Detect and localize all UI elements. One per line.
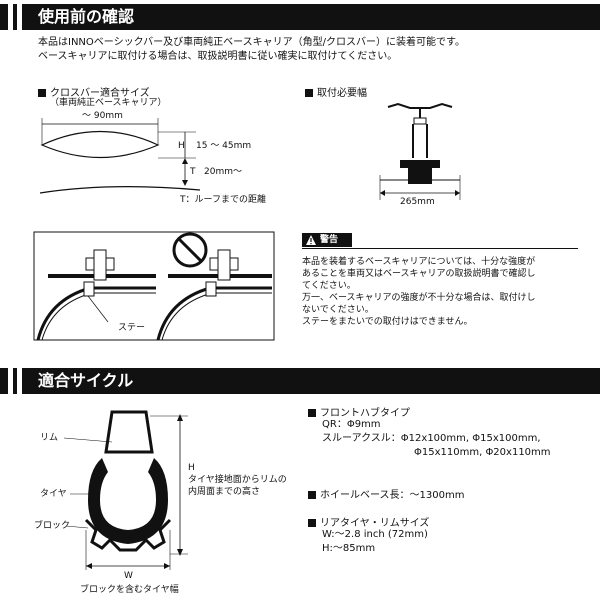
warning-title-badge: 警告 <box>302 233 352 247</box>
crossbar-subheading: （車両純正ベースキャリア） <box>50 98 167 108</box>
header-stripe <box>17 368 22 394</box>
t-value: 20mm～ <box>204 167 242 177</box>
warning-line: てください。 <box>302 281 356 291</box>
section-header-check: 使用前の確認 <box>0 4 600 30</box>
header-stripe <box>17 4 22 30</box>
h-label: H <box>178 141 185 151</box>
rear-w-line: W:～2.8 inch (72mm) <box>322 529 428 540</box>
tire-label: タイヤ <box>40 489 67 499</box>
header-stripe <box>8 368 13 394</box>
h-value: 15 ～ 45mm <box>196 141 252 151</box>
mount-width-heading: 取付必要幅 <box>305 84 367 99</box>
warning-line: ないでください。 <box>302 305 374 315</box>
block-label: ブロック <box>34 521 71 531</box>
mount-width-heading-text: 取付必要幅 <box>317 88 367 99</box>
section-title: 適合サイクル <box>38 371 134 390</box>
section-header-compatible: 適合サイクル <box>0 368 600 394</box>
warning-line: 本品を装着するベースキャリアについては、十分な強度が <box>302 257 536 267</box>
mount-width-value: 265mm <box>400 197 435 207</box>
crossbar-heading-text: クロスバー適合サイズ <box>50 88 150 99</box>
square-bullet-icon <box>38 89 46 97</box>
crossbar-width-label: ～ 90mm <box>82 111 123 121</box>
thru-axle-line2: Φ15x110mm, Φ20x110mm <box>414 447 551 458</box>
section-title: 使用前の確認 <box>38 7 135 26</box>
warning-icon <box>306 235 316 245</box>
intro-line-2: ベースキャリアに取付ける場合は、取扱説明書に従い確実に取付けてください。 <box>38 51 398 62</box>
rear-h-line: H:～85mm <box>322 543 376 554</box>
square-bullet-icon <box>308 409 316 417</box>
square-bullet-icon <box>308 519 316 527</box>
rim-label: リム <box>40 433 59 443</box>
tire-w-label: W <box>124 571 133 581</box>
t-label: T <box>190 167 196 177</box>
qr-line: QR：Φ9mm <box>322 419 381 430</box>
square-bullet-icon <box>305 89 313 97</box>
warning-text: 本品を装着するベースキャリアについては、十分な強度が あることを車両又はベースキ… <box>302 256 536 328</box>
rear-heading-text: リアタイヤ・リムサイズ <box>320 518 430 529</box>
tire-w-desc: ブロックを含むタイヤ幅 <box>80 585 179 595</box>
rear-heading: リアタイヤ・リムサイズ <box>308 514 429 529</box>
stay-label: ステー <box>118 323 146 333</box>
front-hub-heading-text: フロントハブタイプ <box>320 408 410 419</box>
wheelbase-line: ホイールベース長：～1300mm <box>308 486 464 501</box>
warning-line: 万一、ベースキャリアの強度が不十分な場合は、取付けし <box>302 293 536 303</box>
front-hub-heading: フロントハブタイプ <box>308 404 410 419</box>
header-stripe <box>8 4 13 30</box>
thru-axle-line1: スルーアクスル：Φ12x100mm, Φ15x100mm, <box>322 433 541 444</box>
warning-line: ステーをまたいでの取付けはできません。 <box>302 317 473 327</box>
tire-h-label: H <box>188 463 195 473</box>
wheelbase-text: ホイールベース長：～1300mm <box>320 490 465 501</box>
t-note: T：ルーフまでの距離 <box>180 195 266 205</box>
tire-h-desc-line1: タイヤ接地面からリムの <box>188 475 287 485</box>
intro-line-1: 本品はINNOベーシックバー及び車両純正ベースキャリア（角型/クロスバー）に装着… <box>38 37 465 48</box>
warning-rule <box>302 248 578 249</box>
crossbar-heading: クロスバー適合サイズ <box>38 84 150 99</box>
warning-title: 警告 <box>320 235 339 245</box>
warning-line: あることを車両又はベースキャリアの取扱説明書で確認し <box>302 269 536 279</box>
square-bullet-icon <box>308 491 316 499</box>
tire-h-desc-line2: 内周面までの高さ <box>188 487 261 497</box>
